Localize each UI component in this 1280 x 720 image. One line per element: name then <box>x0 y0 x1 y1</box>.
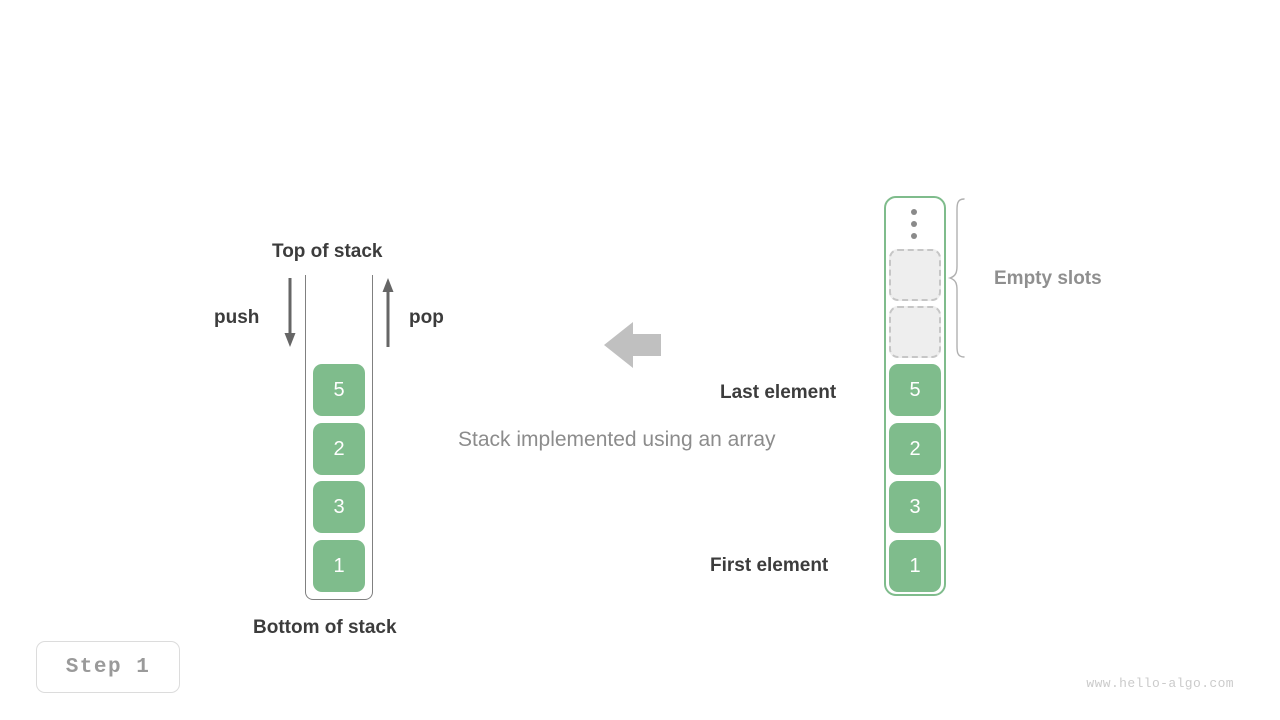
stack-cell: 1 <box>313 540 365 592</box>
center-caption: Stack implemented using an array <box>458 428 776 451</box>
step-badge: Step 1 <box>36 641 180 693</box>
watermark: www.hello-algo.com <box>1086 676 1234 691</box>
array-cell: 5 <box>889 364 941 416</box>
array-cell: 2 <box>889 423 941 475</box>
array-empty-slot <box>889 306 941 358</box>
top-of-stack-label: Top of stack <box>272 241 383 262</box>
array-diagram <box>640 0 1280 720</box>
last-element-label: Last element <box>720 382 837 403</box>
vertical-ellipsis-icon <box>909 209 919 239</box>
array-empty-slot <box>889 249 941 301</box>
bottom-of-stack-label: Bottom of stack <box>253 617 397 638</box>
first-element-label: First element <box>710 555 829 576</box>
pop-label: pop <box>409 307 444 328</box>
stack-container <box>305 275 373 600</box>
stack-cell: 5 <box>313 364 365 416</box>
stack-cell: 3 <box>313 481 365 533</box>
array-cell: 3 <box>889 481 941 533</box>
stack-cell: 2 <box>313 423 365 475</box>
empty-slots-label: Empty slots <box>994 268 1102 289</box>
push-label: push <box>214 307 260 328</box>
array-cell: 1 <box>889 540 941 592</box>
